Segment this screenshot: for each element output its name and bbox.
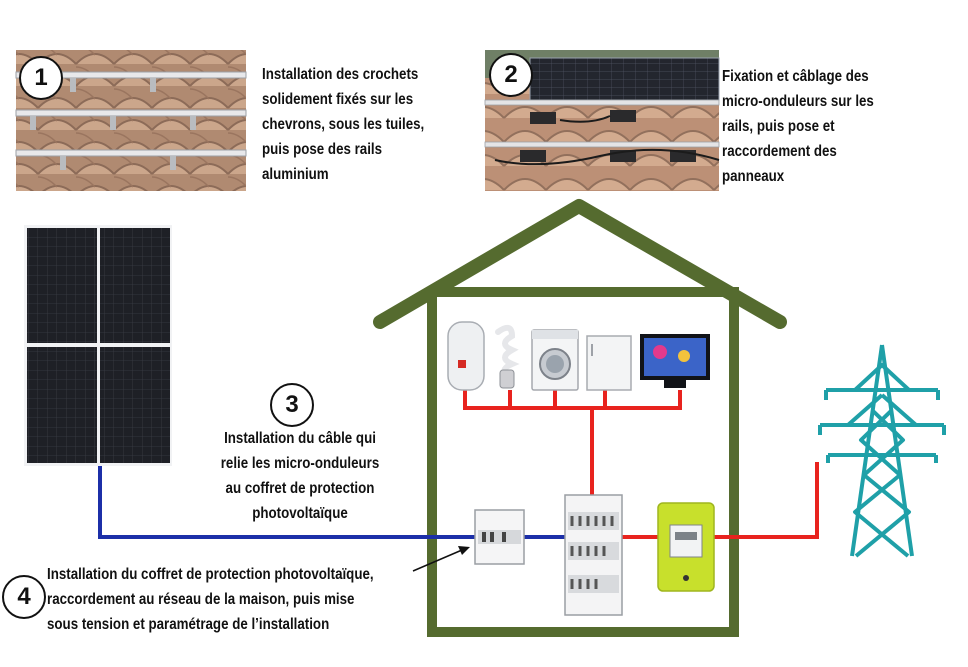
step4-arrow [412, 546, 470, 572]
dc-cable [98, 466, 565, 539]
step-1-number: 1 [19, 56, 63, 100]
ac-cables [463, 390, 819, 539]
meter-icon [657, 502, 715, 592]
pylon-icon [818, 344, 946, 558]
tv-icon [640, 334, 710, 388]
step-4-text: Installation du coffret de protection ph… [47, 566, 374, 633]
washing-machine-icon [531, 329, 579, 391]
step-2-number: 2 [489, 53, 533, 97]
electrical-panel-icon [564, 494, 623, 616]
step-3-text: Installation du câble qui relie les micr… [220, 430, 380, 522]
fridge-icon [586, 335, 632, 391]
house-outline [373, 199, 787, 637]
step-1-text: Installation des crochets solidement fix… [262, 66, 425, 183]
solar-panel-icon [24, 225, 172, 466]
water-heater-icon [447, 321, 485, 391]
step-3-number: 3 [270, 383, 314, 427]
protection-box-icon [474, 509, 525, 565]
step-2-text: Fixation et câblage des micro-onduleurs … [722, 68, 874, 185]
bulb-icon [495, 324, 520, 389]
step-4-number: 4 [2, 575, 46, 619]
